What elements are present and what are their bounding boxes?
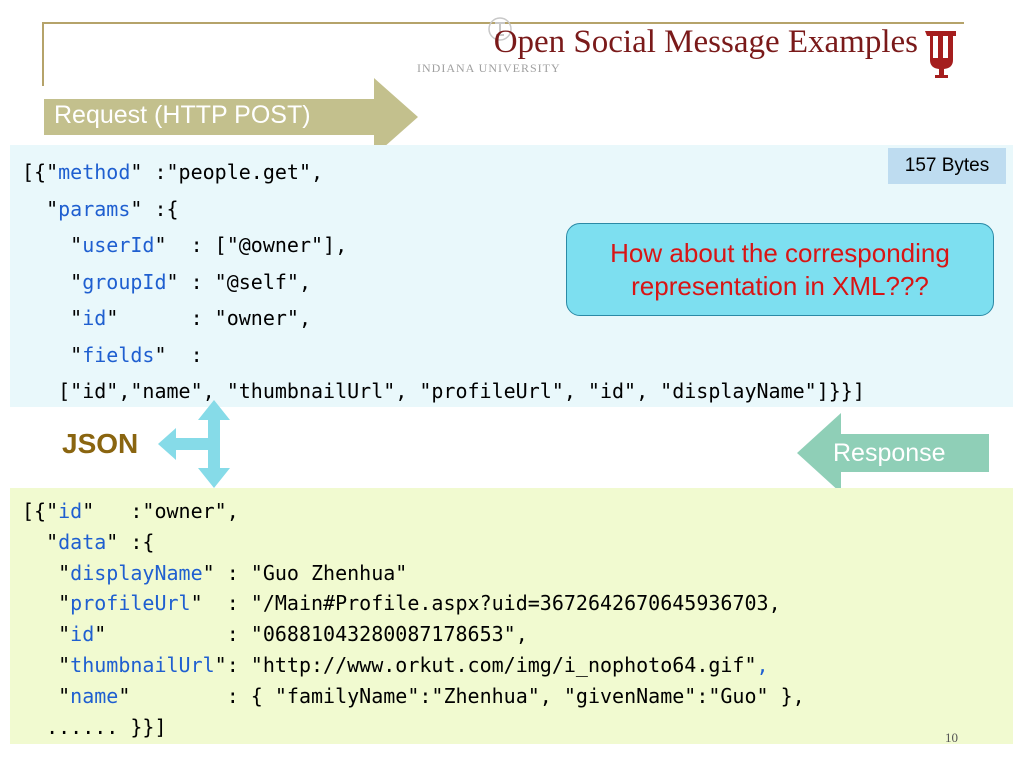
slide-title: Open Social Message Examples <box>493 24 918 60</box>
code-line: "id" : "owner", <box>22 300 865 337</box>
code-key: id <box>58 499 83 523</box>
code-key: method <box>58 160 131 184</box>
code-text: " <box>22 269 83 294</box>
code-text: " : { "familyName":"Zhenhua", "givenName… <box>118 683 805 708</box>
code-text: " :"people.get", <box>130 160 324 184</box>
request-arrow-label: Request (HTTP POST) <box>54 101 311 129</box>
code-text: " <box>22 591 71 616</box>
code-key: thumbnailUrl <box>70 652 215 677</box>
code-line: ["id","name", "thumbnailUrl", "profileUr… <box>22 373 865 410</box>
code-line: [{"method" :"people.get", <box>22 154 865 191</box>
university-seal-icon <box>488 17 512 41</box>
code-key: fields <box>82 342 155 367</box>
code-text: " : "@self", <box>166 269 312 294</box>
response-code-panel <box>10 488 1013 744</box>
code-text: " : "Guo Zhenhua" <box>202 560 408 585</box>
university-wordmark: INDIANA UNIVERSITY <box>417 61 561 75</box>
header-rule-left <box>42 22 44 86</box>
code-key: displayName <box>70 560 203 585</box>
code-line: "name" : { "familyName":"Zhenhua", "give… <box>22 681 805 712</box>
code-key: data <box>58 529 107 554</box>
code-text: [{" <box>22 160 59 184</box>
code-line: "data" :{ <box>22 527 805 558</box>
code-line: "userId" : ["@owner"], <box>22 227 865 264</box>
response-arrow <box>797 413 989 493</box>
code-key: name <box>70 683 119 708</box>
code-text: " <box>22 683 71 708</box>
code-text: " <box>22 342 83 367</box>
callout-text: How about the corresponding representati… <box>610 237 950 301</box>
code-text: " : ["@owner"], <box>154 233 348 257</box>
code-key: userId <box>82 233 155 257</box>
size-badge: 157 Bytes <box>888 148 1006 184</box>
code-key: id <box>70 622 95 647</box>
code-text: " :{ <box>106 529 155 554</box>
code-key: profileUrl <box>70 591 191 616</box>
code-text: " :"owner", <box>82 499 239 523</box>
code-line: ...... }}] <box>22 712 805 743</box>
code-key: groupId <box>82 269 167 294</box>
json-label: JSON <box>62 428 139 459</box>
code-line: "fields" : <box>22 337 865 374</box>
code-text: " <box>22 529 59 554</box>
code-text: " <box>22 196 59 221</box>
code-line: "id" : "06881043280087178653", <box>22 619 805 650</box>
code-text: " <box>22 560 71 585</box>
code-line: [{"id" :"owner", <box>22 496 805 527</box>
code-text: " : "owner", <box>106 306 312 330</box>
code-text: [{" <box>22 499 59 523</box>
code-line: "displayName" : "Guo Zhenhua" <box>22 558 805 589</box>
response-arrow-label: Response <box>833 439 946 467</box>
code-text: " :{ <box>130 196 179 221</box>
code-text: " : "06881043280087178653", <box>94 622 528 647</box>
code-text: " <box>22 652 71 677</box>
response-json-code: [{"id" :"owner", "data" :{ "displayName"… <box>22 496 805 742</box>
xml-question-callout: How about the corresponding representati… <box>566 223 994 316</box>
code-text: ": "http://www.orkut.com/img/i_nophoto64… <box>214 652 757 677</box>
code-line: "thumbnailUrl": "http://www.orkut.com/im… <box>22 650 805 681</box>
code-text: " : <box>154 342 203 367</box>
code-text: " <box>22 306 83 330</box>
code-line: "params" :{ <box>22 191 865 228</box>
code-key: , <box>756 652 769 677</box>
code-key: params <box>58 196 131 221</box>
request-arrow <box>44 78 418 156</box>
code-line: "profileUrl" : "/Main#Profile.aspx?uid=3… <box>22 588 805 619</box>
code-text: " <box>22 233 83 257</box>
code-line: "groupId" : "@self", <box>22 264 865 301</box>
code-key: id <box>82 306 107 330</box>
request-json-code: [{"method" :"people.get", "params" :{ "u… <box>22 154 865 410</box>
iu-trident-logo-icon <box>925 31 956 78</box>
code-text: " : "/Main#Profile.aspx?uid=367264267064… <box>190 591 781 616</box>
page-number: 10 <box>945 730 958 745</box>
bidirectional-arrow <box>158 400 230 488</box>
code-text: ["id","name", "thumbnailUrl", "profileUr… <box>22 379 865 403</box>
code-text: " <box>22 622 71 647</box>
code-text: ...... }}] <box>22 714 167 739</box>
